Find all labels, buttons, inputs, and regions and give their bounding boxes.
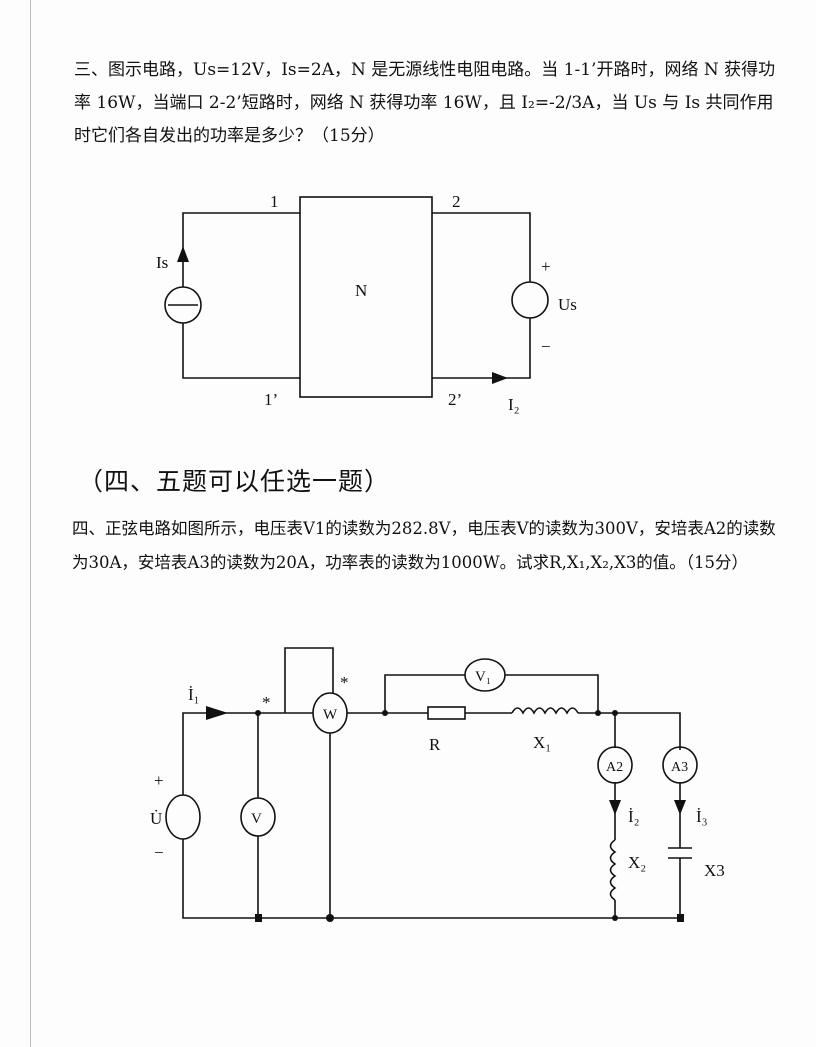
arrow-i3-icon [674, 800, 686, 815]
inductor-x2 [609, 839, 617, 901]
junction-dot [595, 710, 601, 716]
ammeter-a3 [662, 746, 698, 784]
label-us: Us [558, 295, 577, 314]
arrow-i1-icon [206, 706, 228, 720]
label-network: N [355, 281, 367, 300]
section-heading: （四、五题可以任选一题） [78, 467, 391, 496]
junction-dot [326, 914, 334, 922]
v1-wire [384, 674, 599, 713]
label-x1: X₁ [533, 733, 551, 752]
current-source-is [164, 286, 202, 324]
page-margin-line [30, 0, 31, 1047]
label-minus: − [154, 843, 164, 862]
resistor-r [427, 706, 466, 720]
label-x2: X₂ [628, 853, 646, 872]
wattmeter-w [312, 692, 348, 734]
label-i2: İ₂ [628, 807, 640, 826]
left-wire [182, 212, 300, 379]
label-i1: İ₁ [188, 685, 200, 704]
label-is: Is [156, 253, 168, 272]
label-port-2: 2 [452, 192, 461, 211]
label-x3: X3 [704, 861, 725, 880]
bottom-wire [182, 839, 681, 919]
question-4-text: 四、正弦电路如图所示，电压表V1的读数为282.8V，电压表V的读数为300V，… [72, 519, 776, 572]
label-a2: A2 [606, 760, 623, 775]
label-minus: − [541, 337, 551, 356]
network-n-box [299, 196, 433, 398]
junction-dot [382, 710, 388, 716]
label-a3: A3 [671, 760, 688, 775]
wattmeter-wires [284, 647, 334, 918]
circuit-2: İ₁ + U̇ − V W * * V₁ R X₁ A2 A3 İ₂ İ₃ X₂… [150, 647, 725, 922]
voltage-source-us [511, 281, 549, 319]
label-port-1p: 1’ [264, 390, 278, 409]
label-plus: + [154, 771, 164, 790]
junction-dot [677, 914, 684, 922]
label-u: U̇ [150, 809, 162, 828]
label-v: V [251, 811, 262, 827]
label-port-2p: 2’ [448, 390, 462, 409]
junction-dot [612, 710, 618, 716]
ammeter-a2 [597, 746, 633, 784]
branch-wires [614, 713, 681, 918]
label-star: * [340, 673, 349, 692]
arrow-i2-icon [609, 800, 621, 815]
circuit-1: 1 2 1’ 2’ N Is Us + − I₂ [156, 192, 577, 414]
label-port-1: 1 [270, 192, 279, 211]
label-i3: İ₃ [696, 807, 708, 826]
label-w: W [323, 707, 338, 723]
voltmeter-v [240, 797, 276, 837]
label-i2: I₂ [508, 395, 520, 414]
question-3-text: 三、图示电路，Us=12V，Is=2A，N 是无源线性电阻电路。当 1-1’开路… [74, 60, 776, 146]
right-wire [432, 212, 531, 379]
inductor-x1 [511, 707, 579, 715]
label-plus: + [541, 257, 551, 276]
voltmeter-v1 [464, 658, 506, 692]
junction-dot [612, 915, 618, 921]
junction-dot [255, 914, 262, 922]
arrow-up-icon [177, 246, 189, 262]
label-v1: V₁ [475, 669, 491, 685]
label-r: R [429, 735, 441, 754]
voltage-source-u [165, 794, 201, 840]
arrow-right-icon [492, 372, 508, 384]
label-star: * [262, 693, 271, 712]
junction-dot [255, 710, 261, 716]
